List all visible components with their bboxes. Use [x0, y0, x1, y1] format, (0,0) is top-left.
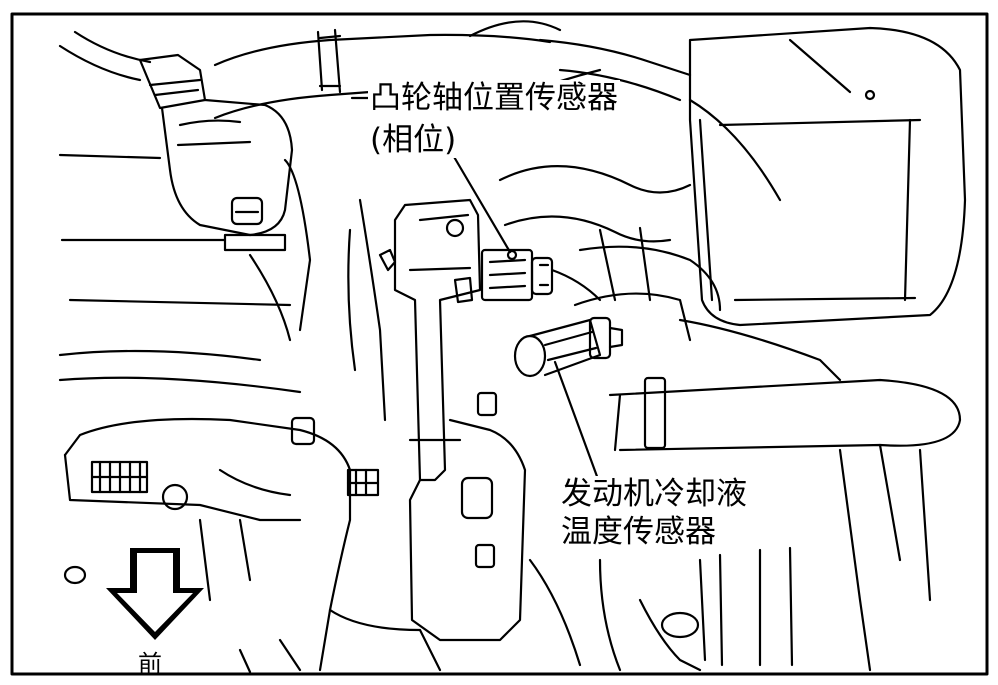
cam-sensor-label: 凸轮轴位置传感器 — [368, 80, 620, 116]
lower-manifold — [63, 416, 442, 674]
coolant-temp-sensor — [513, 316, 624, 378]
coolant-sensor-label: 发动机冷却液 — [559, 476, 749, 512]
upper-left-connector — [58, 30, 294, 252]
coolant-sensor-label-line2: 温度传感器 — [559, 514, 718, 550]
ect-sensor-leader-line — [553, 360, 604, 492]
intake-runners — [58, 153, 312, 394]
cam-sensor-phase-label: (相位) — [368, 122, 459, 158]
cam-position-sensor — [480, 248, 602, 302]
air-cleaner-box — [688, 26, 967, 327]
coolant-hoses — [498, 98, 962, 452]
lower-right-parts — [528, 443, 932, 672]
front-direction-label: 前 — [138, 650, 162, 678]
front-arrow-icon — [106, 548, 204, 640]
diagram-frame — [10, 12, 989, 676]
cam-sensor-leader-line — [448, 148, 512, 254]
center-bracket — [347, 198, 527, 642]
